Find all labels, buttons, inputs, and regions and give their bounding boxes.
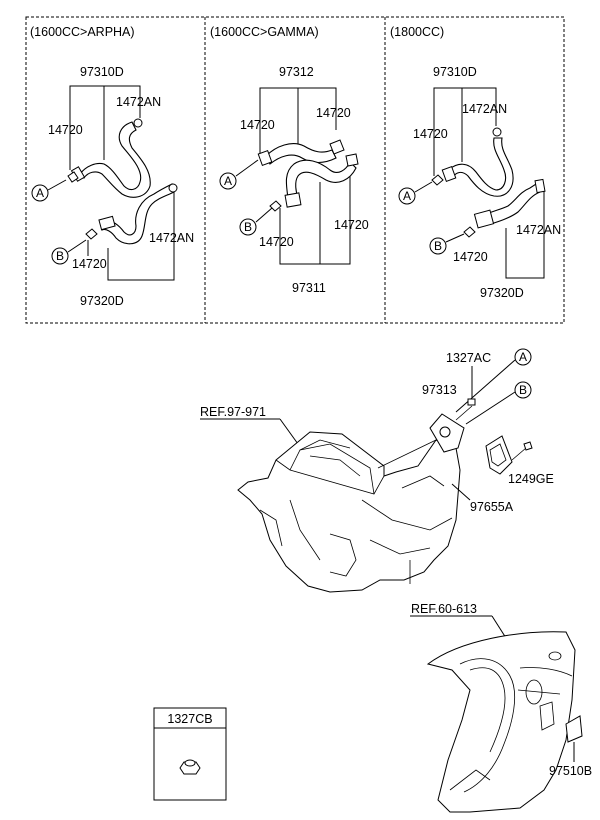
label-97655a: 97655A	[470, 500, 514, 514]
label-ref-60-613: REF.60-613	[411, 602, 477, 616]
label-1472an-top-1800: 1472AN	[462, 102, 507, 116]
section-gamma: (1600CC>GAMMA) 97312 14720 14720 14720 1…	[210, 25, 369, 295]
nut-icon	[179, 759, 201, 775]
label-97310d-1800: 97310D	[433, 65, 477, 79]
svg-text:B: B	[56, 249, 64, 263]
label-14720-right-gamma: 14720	[334, 218, 369, 232]
label-ref-97-971: REF.97-971	[200, 405, 266, 419]
label-14720-bottom-gamma: 14720	[259, 235, 294, 249]
label-1327ac: 1327AC	[446, 351, 491, 365]
section-title-gamma: (1600CC>GAMMA)	[210, 25, 319, 39]
section-arpha: (1600CC>ARPHA) 97310D 1472AN 14720 1472A…	[30, 25, 194, 308]
inset-title: 1327CB	[167, 712, 212, 726]
svg-text:A: A	[36, 186, 44, 200]
label-97510b: 97510B	[549, 764, 592, 778]
svg-text:A: A	[403, 189, 411, 203]
marker-a-arpha	[31, 184, 49, 202]
svg-text:B: B	[434, 239, 442, 253]
label-97310d: 97310D	[80, 65, 124, 79]
label-1249ge: 1249GE	[508, 472, 554, 486]
marker-b-gamma	[239, 218, 257, 236]
section-title-arpha: (1600CC>ARPHA)	[30, 25, 135, 39]
marker-a-1800	[398, 187, 416, 205]
marker-a-gamma	[219, 172, 237, 190]
svg-text:A: A	[519, 350, 527, 364]
quarter-panel: REF.60-613 97510B	[410, 602, 592, 813]
label-14720-left: 14720	[48, 123, 83, 137]
label-1472an-bottom: 1472AN	[149, 231, 194, 245]
label-1472an-top: 1472AN	[116, 95, 161, 109]
svg-text:B: B	[519, 383, 527, 397]
label-14720-left-gamma: 14720	[240, 118, 275, 132]
marker-b-1800	[429, 237, 447, 255]
label-14720-left-1800: 14720	[413, 127, 448, 141]
label-97311: 97311	[292, 281, 326, 295]
label-14720-right-top: 14720	[316, 106, 351, 120]
hose-variants-panel	[25, 16, 565, 324]
label-14720-bottom: 14720	[72, 257, 107, 271]
label-1472an-bottom-1800: 1472AN	[516, 223, 561, 237]
marker-a-main	[514, 348, 532, 366]
svg-text:B: B	[244, 220, 252, 234]
marker-b-main	[514, 381, 532, 399]
marker-b-arpha	[51, 247, 69, 265]
section-1800cc: (1800CC) 97310D 1472AN 14720 1472AN 1472…	[390, 25, 561, 300]
label-97320d-1800: 97320D	[480, 286, 524, 300]
svg-text:A: A	[224, 174, 232, 188]
inset-1327cb: 1327CB	[153, 707, 227, 801]
label-97313: 97313	[422, 383, 457, 397]
label-14720-bottom-1800: 14720	[453, 250, 488, 264]
main-assembly: 1327AC 97313 REF.97-971 1249GE 97655A A …	[200, 348, 554, 593]
label-97320d: 97320D	[80, 294, 124, 308]
section-title-1800cc: (1800CC)	[390, 25, 444, 39]
label-97312: 97312	[279, 65, 314, 79]
